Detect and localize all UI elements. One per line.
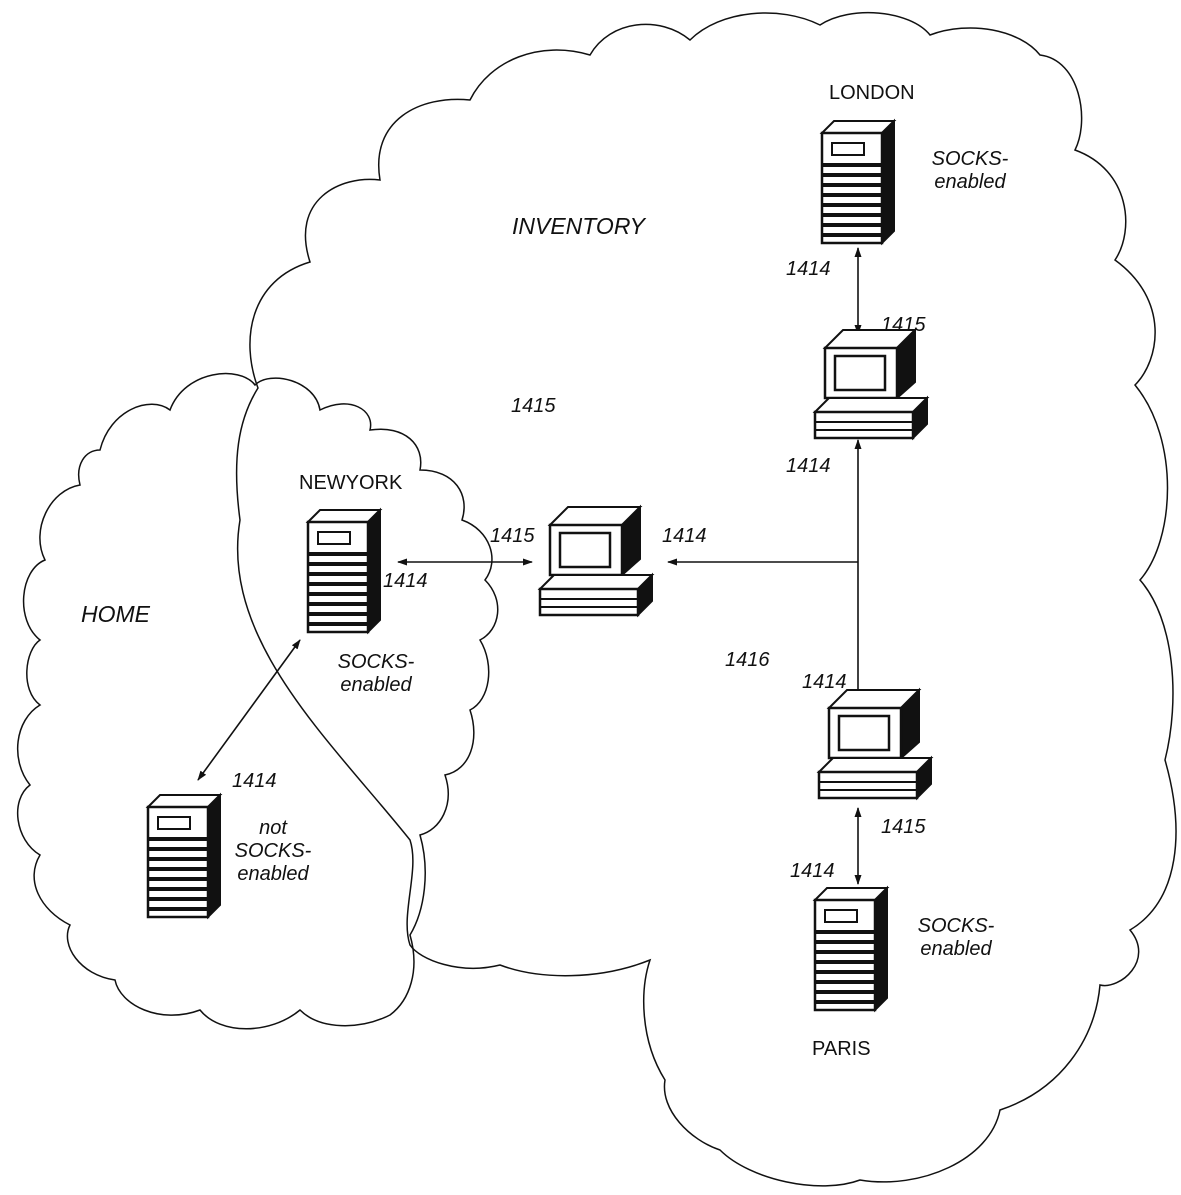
london-pc-port-top: 1415	[881, 314, 926, 336]
home-cloud	[16, 372, 499, 1030]
paris-port: 1414	[790, 860, 835, 882]
connections	[197, 247, 862, 885]
paris-status: SOCKS- enabled	[917, 915, 995, 960]
newyork-name: NEWYORK	[299, 472, 403, 494]
london-pc-port-bottom: 1414	[786, 455, 831, 477]
center-pc-icon	[538, 505, 654, 617]
paris-server-icon	[813, 886, 889, 1012]
home-label: HOME	[81, 601, 150, 627]
port-1416-label: 1416	[725, 649, 770, 671]
london-name: LONDON	[829, 82, 915, 104]
center-pc-port-left: 1415	[490, 525, 535, 547]
paris-pc-port-top: 1414	[802, 671, 847, 693]
london-port: 1414	[786, 258, 831, 280]
home-server-icon	[146, 793, 222, 919]
london-status: SOCKS- enabled	[931, 148, 1009, 193]
inventory-port-label: 1415	[511, 395, 556, 417]
link-home-newyork	[197, 639, 301, 781]
center-pc-port-right: 1414	[662, 525, 707, 547]
london-pc-icon	[813, 328, 929, 440]
home-server-status: not SOCKS- enabled	[234, 817, 312, 885]
newyork-port: 1414	[383, 570, 428, 592]
paris-pc-port-bottom: 1415	[881, 816, 926, 838]
paris-name: PARIS	[812, 1038, 871, 1060]
inventory-label: INVENTORY	[512, 213, 645, 239]
home-server-port: 1414	[232, 770, 277, 792]
london-server-icon	[820, 119, 896, 245]
newyork-server-icon	[306, 508, 382, 634]
paris-pc-icon	[817, 688, 933, 800]
newyork-status: SOCKS- enabled	[337, 651, 415, 696]
inventory-cloud	[235, 11, 1177, 1187]
